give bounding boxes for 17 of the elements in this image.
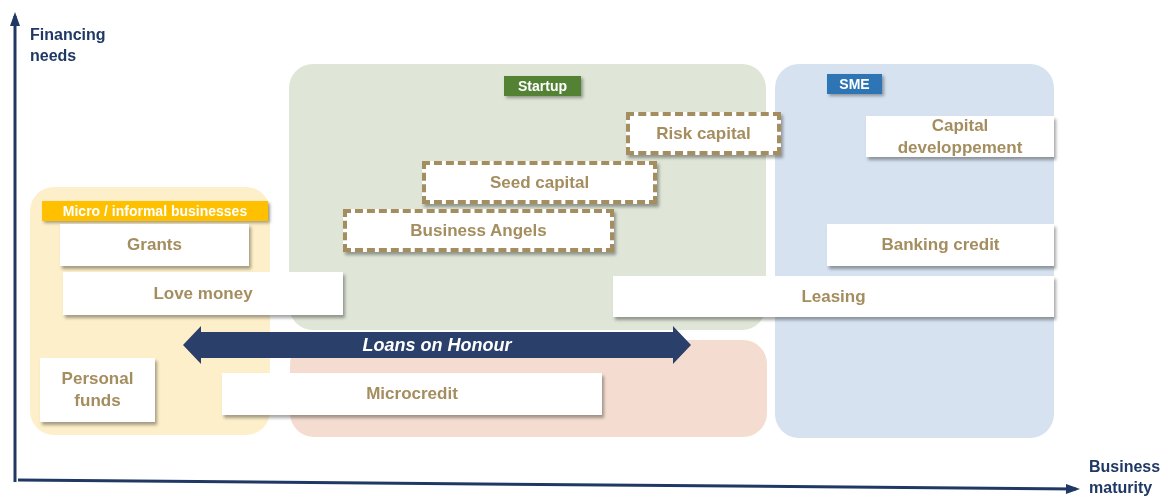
dashed-funding-box: Risk capital — [626, 112, 781, 155]
funding-box: Grants — [60, 224, 249, 266]
zone-tag: Micro / informal businesses — [42, 201, 268, 221]
funding-box: Love money — [63, 272, 343, 315]
zone-tag: Startup — [504, 76, 581, 96]
funding-box: Banking credit — [827, 224, 1054, 266]
dashed-funding-box: Business Angels — [343, 209, 614, 252]
funding-box: Personal funds — [40, 358, 155, 422]
funding-box: Microcredit — [222, 373, 602, 415]
dashed-funding-box: Seed capital — [422, 161, 657, 204]
axis-title: Financing needs — [30, 25, 107, 66]
zone-tag: SME — [827, 74, 882, 94]
funding-box: Leasing — [613, 276, 1054, 317]
banner-label: Loans on Honour — [361, 334, 514, 357]
funding-box: Capital developpement — [866, 116, 1054, 157]
double-arrow-banner — [183, 326, 691, 364]
axis-title: Business maturity — [1089, 457, 1159, 498]
